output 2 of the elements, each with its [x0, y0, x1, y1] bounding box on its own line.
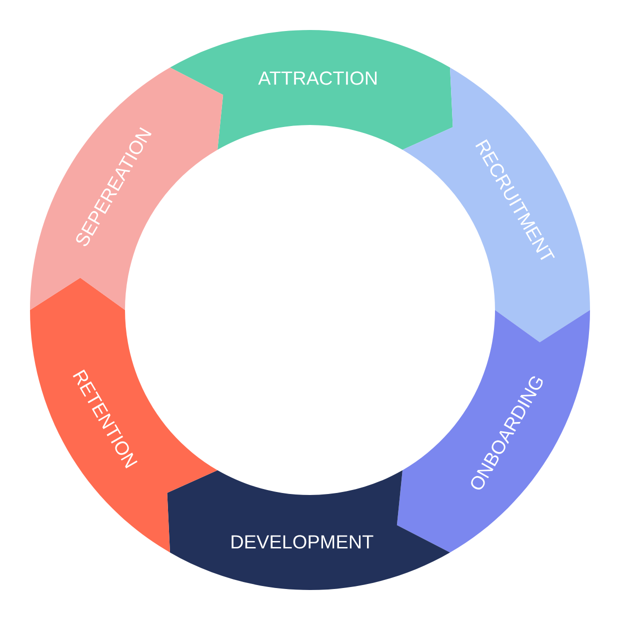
- arrow-segment: DEVELOPMENT: [167, 470, 450, 590]
- arrow-segment: ATTRACTION: [170, 30, 453, 150]
